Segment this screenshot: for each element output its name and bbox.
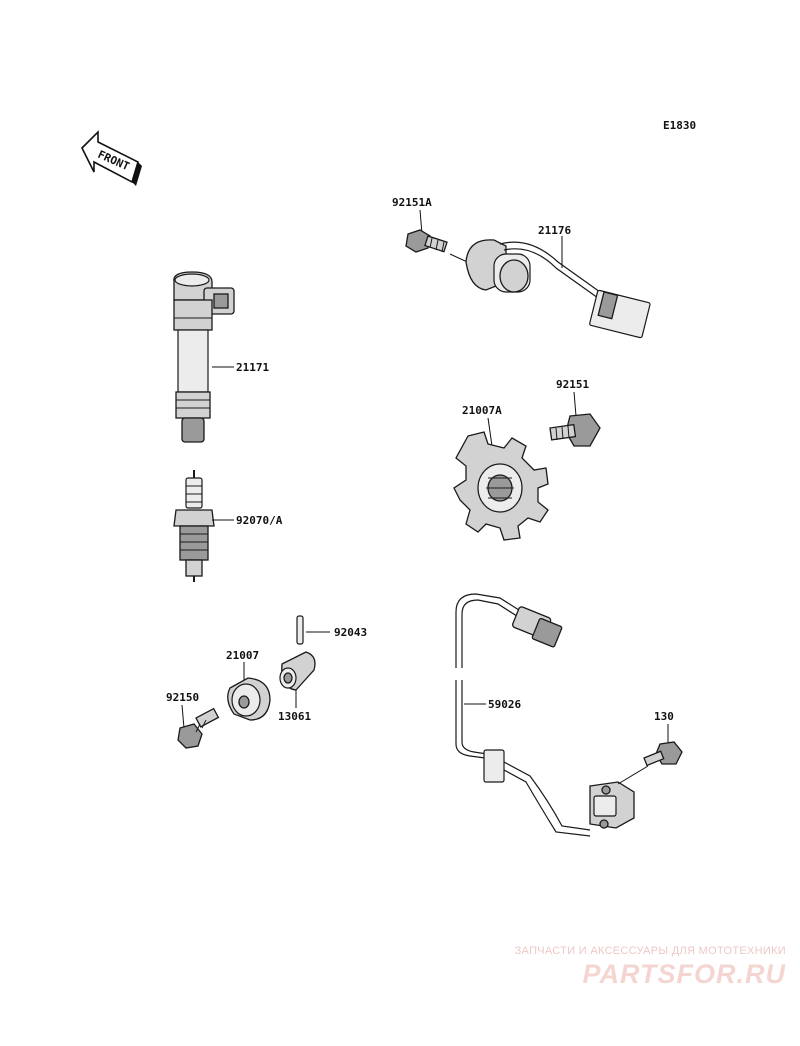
leader-line [487, 417, 493, 447]
ignition-coil[interactable] [173, 271, 235, 443]
label-21007a[interactable]: 21007A [462, 404, 502, 417]
bolt-92151[interactable] [549, 413, 601, 447]
watermark-tagline: ЗАПЧАСТИ И АКСЕССУАРЫ ДЛЯ МОТОТЕХНИКИ [514, 945, 786, 957]
label-21176[interactable]: 21176 [538, 224, 571, 237]
watermark-brand: PARTSFOR.RU [582, 959, 786, 989]
label-21171[interactable]: 21171 [236, 361, 269, 374]
label-92150[interactable]: 92150 [166, 691, 199, 704]
label-21007[interactable]: 21007 [226, 649, 259, 662]
label-59026[interactable]: 59026 [488, 698, 521, 711]
label-92043[interactable]: 92043 [334, 626, 367, 639]
rotor-21007[interactable] [227, 677, 271, 721]
label-92151a[interactable]: 92151A [392, 196, 432, 209]
bolt-92150[interactable] [177, 707, 220, 749]
pickup-coil-59026[interactable] [455, 593, 635, 837]
spark-plug[interactable] [173, 470, 215, 582]
pin-92043[interactable] [296, 615, 304, 645]
label-92070a[interactable]: 92070/A [236, 514, 283, 527]
collar-13061[interactable] [279, 651, 316, 691]
rotor-plate[interactable] [453, 431, 549, 541]
watermark: ЗАПЧАСТИ И АКСЕССУАРЫ ДЛЯ МОТОТЕХНИКИ PA… [515, 945, 786, 990]
leader-line [419, 209, 423, 235]
front-arrow-icon: FRONT [81, 130, 142, 186]
bolt-130[interactable] [617, 741, 683, 785]
label-92151[interactable]: 92151 [556, 378, 589, 391]
leader-line [573, 391, 577, 417]
label-13061[interactable]: 13061 [278, 710, 311, 723]
bolt-92151a[interactable] [405, 229, 448, 253]
diagram-code: E1830 [663, 119, 696, 132]
label-130[interactable]: 130 [654, 710, 674, 723]
sensor-21176[interactable] [465, 239, 651, 339]
leader-line [181, 704, 185, 729]
